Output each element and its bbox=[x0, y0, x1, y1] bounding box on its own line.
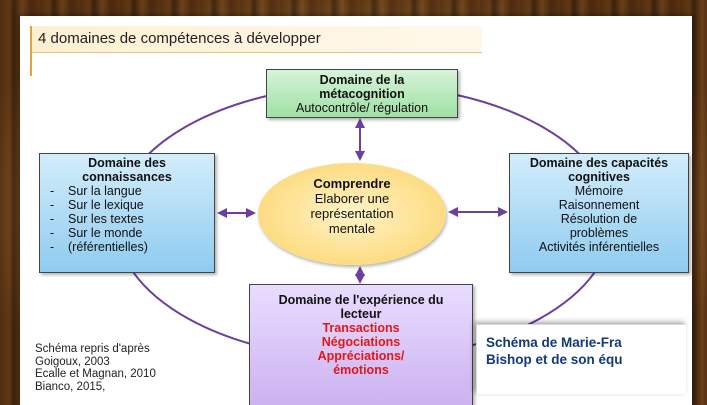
citation-line: Schéma repris d'après bbox=[35, 343, 150, 355]
metacognition-detail: Autocontrôle/ régulation bbox=[295, 101, 429, 115]
experience-item: Appréciations/ émotions bbox=[317, 349, 405, 377]
cognitive-heading: Domaine des capacités cognitives bbox=[529, 156, 669, 184]
title-bar: 4 domaines de compétences à développer bbox=[30, 26, 482, 76]
experience-box: Domaine de l'expérience du lecteur Trans… bbox=[249, 284, 473, 405]
cognitive-item: Activités inférentielles bbox=[538, 240, 660, 254]
list-item: Sur la langue bbox=[46, 184, 208, 198]
slide-title: 4 domaines de compétences à développer bbox=[38, 30, 321, 47]
cognitive-item: Résolution de problèmes bbox=[560, 212, 638, 240]
source-citation: Schéma repris d'après Goigoux, 2003 Ecal… bbox=[35, 343, 156, 393]
knowledge-box: Domaine des connaissances Sur la langue … bbox=[39, 153, 215, 273]
citation-line: Bianco, 2015, bbox=[35, 380, 106, 393]
citation-line: Goigoux, 2003 bbox=[35, 355, 110, 368]
metacognition-box: Domaine de la métacognition Autocontrôle… bbox=[266, 69, 458, 118]
cognitive-box: Domaine des capacités cognitives Mémoire… bbox=[509, 153, 689, 273]
caption-note: Schéma de Marie-Fra Bishop et de son équ bbox=[476, 324, 686, 394]
cognitive-item: Mémoire bbox=[574, 184, 624, 198]
experience-heading: Domaine de l'expérience du lecteur bbox=[278, 293, 444, 321]
list-item: Sur le monde bbox=[46, 226, 208, 240]
list-item: (référentielles) bbox=[46, 240, 208, 254]
experience-item: Transactions bbox=[322, 321, 400, 335]
metacognition-heading: Domaine de la métacognition bbox=[319, 73, 405, 101]
cognitive-item: Raisonnement bbox=[558, 198, 640, 212]
comprendre-heading: Comprendre bbox=[313, 176, 391, 191]
knowledge-list: Sur la langue Sur le lexique Sur les tex… bbox=[46, 184, 208, 254]
experience-item: Négociations bbox=[321, 335, 401, 349]
citation-line: Ecalle et Magnan, 2010 bbox=[35, 368, 156, 380]
list-item: Sur le lexique bbox=[46, 198, 208, 212]
caption-line: Bishop et de son équ bbox=[486, 352, 623, 367]
list-item: Sur les textes bbox=[46, 212, 208, 226]
comprendre-ellipse: Comprendre Elaborer une représentation m… bbox=[258, 163, 446, 265]
comprendre-detail: Elaborer une représentation mentale bbox=[310, 191, 394, 236]
caption-line: Schéma de Marie-Fra bbox=[486, 335, 622, 350]
title-accent-bar bbox=[30, 26, 32, 76]
knowledge-heading: Domaine des connaissances bbox=[82, 156, 172, 184]
